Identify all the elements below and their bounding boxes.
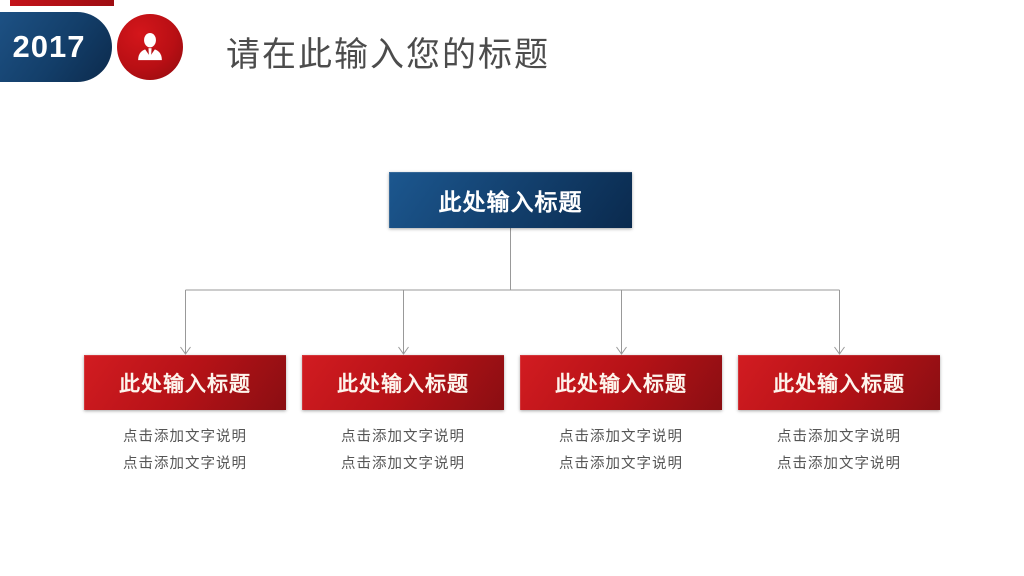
year-badge: 2017 bbox=[0, 12, 112, 82]
caption-line: 点击添加文字说明 bbox=[777, 429, 901, 445]
diagram-child-label: 此处输入标题 bbox=[773, 372, 905, 396]
person-icon bbox=[138, 32, 162, 61]
caption-line: 点击添加文字说明 bbox=[559, 429, 683, 445]
caption-line: 点击添加文字说明 bbox=[341, 456, 465, 472]
diagram-child-node-1[interactable]: 此处输入标题 bbox=[84, 355, 286, 410]
diagram-child-node-3[interactable]: 此处输入标题 bbox=[520, 355, 722, 410]
diagram-child-label: 此处输入标题 bbox=[337, 372, 469, 396]
caption-group-3[interactable]: 点击添加文字说明 点击添加文字说明 bbox=[520, 424, 722, 478]
caption-group-1[interactable]: 点击添加文字说明 点击添加文字说明 bbox=[84, 424, 286, 478]
caption-group-4[interactable]: 点击添加文字说明 点击添加文字说明 bbox=[738, 424, 940, 478]
diagram-root-node[interactable]: 此处输入标题 bbox=[389, 172, 632, 228]
caption-group-2[interactable]: 点击添加文字说明 点击添加文字说明 bbox=[302, 424, 504, 478]
caption-line: 点击添加文字说明 bbox=[123, 456, 247, 472]
caption-line: 点击添加文字说明 bbox=[123, 429, 247, 445]
diagram-root-label: 此处输入标题 bbox=[438, 189, 583, 215]
caption-line: 点击添加文字说明 bbox=[341, 429, 465, 445]
year-badge-label: 2017 bbox=[12, 29, 86, 64]
diagram-child-node-2[interactable]: 此处输入标题 bbox=[302, 355, 504, 410]
diagram-child-label: 此处输入标题 bbox=[555, 372, 687, 396]
person-badge bbox=[117, 14, 183, 80]
top-red-strip bbox=[10, 0, 114, 6]
caption-line: 点击添加文字说明 bbox=[777, 456, 901, 472]
diagram-child-node-4[interactable]: 此处输入标题 bbox=[738, 355, 940, 410]
diagram-child-label: 此处输入标题 bbox=[119, 372, 251, 396]
slide-title[interactable]: 请在此输入您的标题 bbox=[226, 36, 550, 74]
caption-line: 点击添加文字说明 bbox=[559, 456, 683, 472]
